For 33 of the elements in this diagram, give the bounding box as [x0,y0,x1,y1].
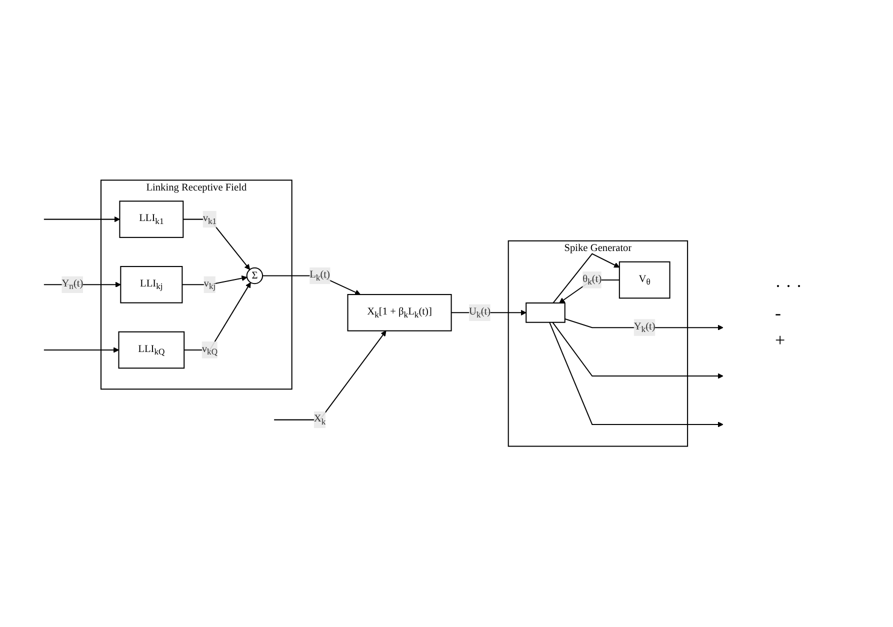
block: Σ [246,268,264,284]
note-label: · · · [775,276,803,297]
block: LLI$_{kj}$ [120,266,183,304]
block: LLI$_{kQ}$ [118,332,185,369]
edge-label: L$_{k}$(t) [310,270,330,283]
arrow [274,330,386,421]
arrow [182,276,248,286]
arrow [44,347,120,354]
note-label: + [775,330,786,351]
arrow [44,216,120,222]
edge-label: v$_{kj}$ [204,278,216,292]
arrow [183,219,250,270]
arrow [451,310,526,316]
block [526,302,566,324]
edge-label: Y$_{n}$(t) [62,278,84,292]
arrow [552,322,724,380]
edge-label: θ$_{k}$(t) [582,274,602,287]
arrow [184,282,251,351]
arrow [549,322,724,428]
edge-label: Y$_{k}$(t) [634,321,656,334]
arrow [552,253,620,304]
block: V$_{θ}$ [618,262,670,299]
arrow [564,318,724,331]
edge-label: U$_{k}$(t) [469,306,491,320]
arrow [262,276,361,296]
edge-label: v$_{kQ}$ [202,344,218,357]
note-label: - [775,303,782,324]
edge-label: X$_{k}$ [314,414,326,427]
edge-label: v$_{k1}$ [202,213,217,226]
arrow [44,282,121,288]
arrow [559,280,620,304]
block: LLI$_{k1}$ [119,200,184,238]
block: X$_{k}$[1 + β$_{k}$L$_{k}$(t)] [347,294,452,332]
